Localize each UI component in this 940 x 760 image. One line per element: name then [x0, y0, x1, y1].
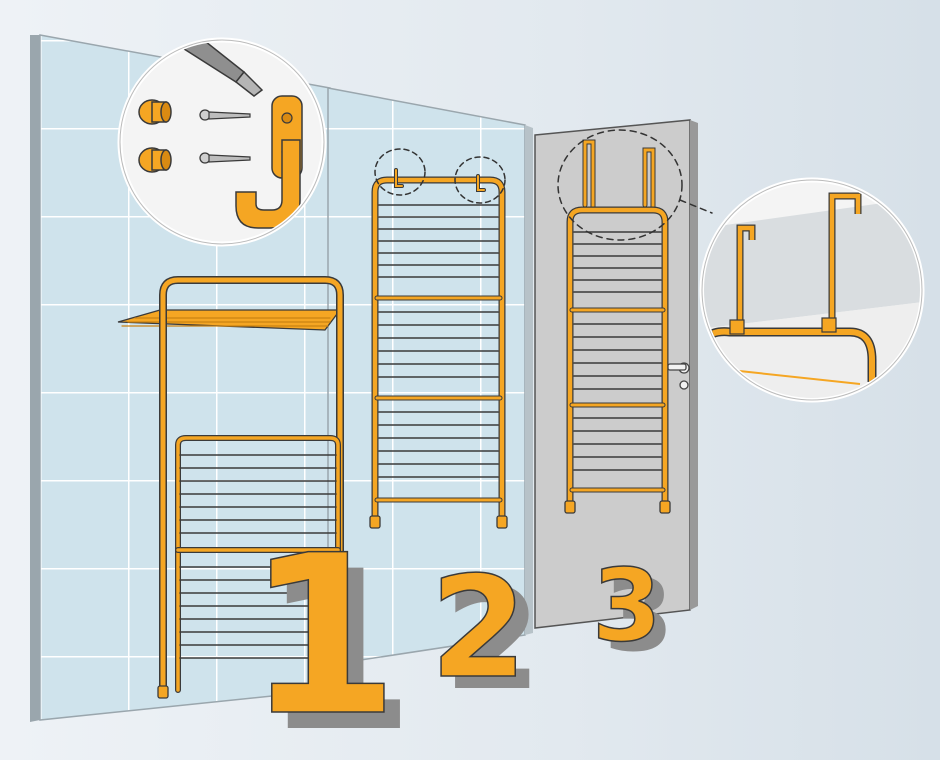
step-number-2: 2 2: [429, 546, 541, 722]
step-number-1: 1 1: [245, 507, 415, 760]
door-handle: [667, 362, 690, 390]
step-number-1-shadow: 1: [262, 524, 415, 760]
wall-hook-icon: [394, 168, 486, 192]
step-number-2-shadow: 2: [444, 559, 541, 722]
step-number-3-face: 3: [592, 547, 662, 664]
free-standing-drying-rack: [117, 276, 346, 699]
hook-callout-left: [374, 148, 426, 196]
step-number-2-face: 2: [430, 547, 527, 710]
wall-hook-icon: [235, 95, 303, 229]
screw-icon: [199, 109, 251, 164]
wall-plug-icon: [138, 99, 172, 173]
step-number-3-shadow: 3: [604, 557, 674, 674]
wall-mounted-drying-rack: [369, 148, 508, 529]
hook-callout-right: [454, 156, 506, 204]
step-number-3: 3 3: [591, 546, 674, 674]
over-door-drying-rack: [557, 129, 713, 514]
hardware-zoom-circle: [117, 37, 327, 247]
step-number-1-face: 1: [246, 508, 399, 760]
door-hook-callout: [557, 129, 683, 241]
door-hook-icon: [736, 192, 862, 330]
